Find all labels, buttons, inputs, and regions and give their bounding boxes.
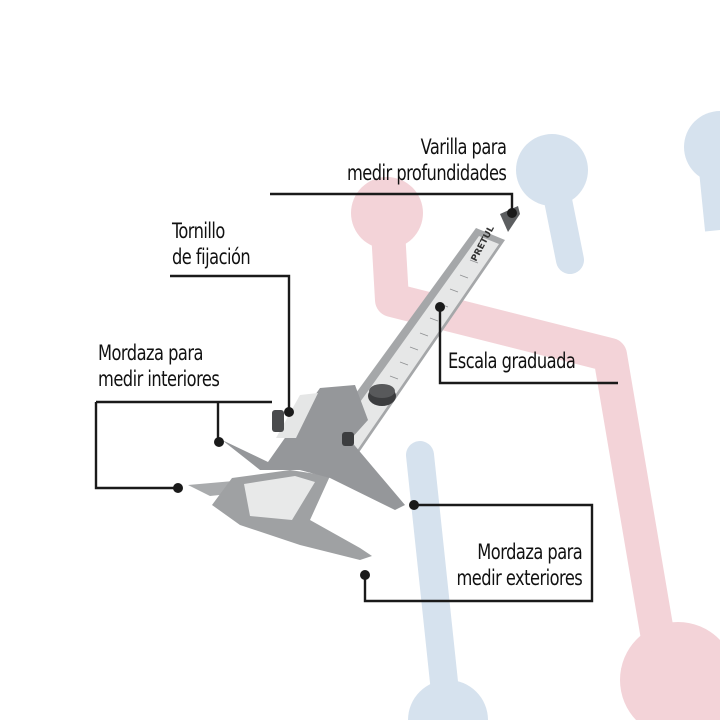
graduated-scale xyxy=(320,236,499,468)
leader-lines xyxy=(94,192,618,603)
label-graduated-scale: Escala graduada xyxy=(448,348,576,374)
label-outer-jaw: Mordaza para medir exteriores xyxy=(456,539,582,591)
label-line: de fijación xyxy=(172,245,251,269)
label-line: medir interiores xyxy=(98,367,220,391)
label-depth-rod: Varilla para medir profundidades xyxy=(346,134,507,186)
slider xyxy=(222,385,405,510)
label-line: medir profundidades xyxy=(346,161,507,185)
label-inner-jaw: Mordaza para medir interiores xyxy=(98,340,220,392)
leader-dots xyxy=(173,208,517,580)
vernier-window xyxy=(276,393,318,438)
label-locking-screw: Tornillo de fijación xyxy=(172,218,251,270)
label-line: medir exteriores xyxy=(456,566,582,590)
label-line: Varilla para xyxy=(420,135,506,159)
label-line: Escala graduada xyxy=(448,349,576,373)
label-line: Tornillo xyxy=(172,219,225,243)
caliper: PRETUL xyxy=(188,206,520,560)
background-decoration xyxy=(351,111,720,720)
label-line: Mordaza para xyxy=(477,540,582,564)
label-line: Mordaza para xyxy=(98,341,203,365)
